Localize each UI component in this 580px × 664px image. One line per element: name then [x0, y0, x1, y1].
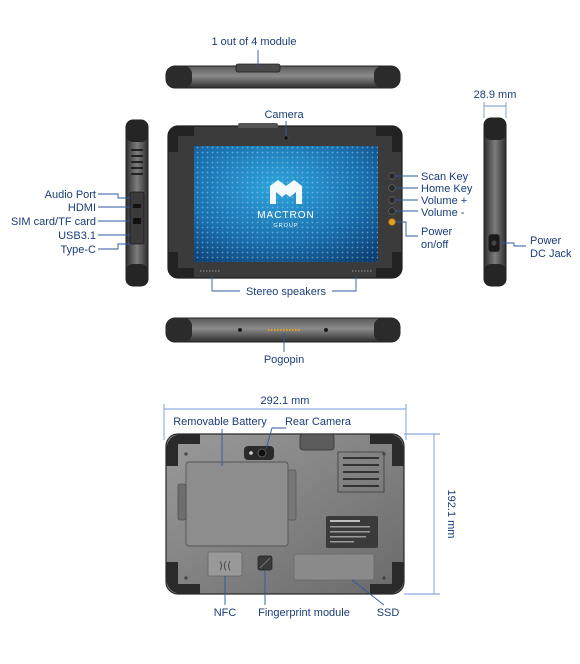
power-button[interactable]: [388, 218, 396, 226]
rear-camera-label: Rear Camera: [285, 416, 352, 428]
home-key-label: Home Key: [421, 183, 473, 195]
removable-battery-label: Removable Battery: [173, 416, 267, 428]
pogopin-label: Pogopin: [264, 354, 304, 366]
volume-up-label: Volume +: [421, 195, 467, 207]
vent-grid: [337, 451, 385, 493]
home-key-button[interactable]: [388, 184, 396, 192]
hdmi-label: HDMI: [68, 202, 96, 214]
front-view: MACTRON GROUP: [167, 123, 403, 279]
depth-label: 28.9 mm: [474, 89, 517, 101]
volume-down-button[interactable]: [388, 207, 396, 215]
right-side-view: [483, 117, 507, 287]
volume-up-button[interactable]: [388, 196, 396, 204]
usb-label: USB3.1: [58, 230, 96, 242]
bottom-edge-view: [165, 317, 401, 343]
width-label: 292.1 mm: [261, 395, 310, 407]
ssd-cover: [293, 553, 375, 581]
type-c-label: Type-C: [61, 244, 97, 256]
top-edge-view: [165, 63, 401, 89]
sim-card-label: SIM card/TF card: [11, 216, 96, 228]
volume-down-label: Volume -: [421, 207, 465, 219]
battery-panel: [185, 461, 289, 547]
stereo-speakers-label: Stereo speakers: [246, 286, 327, 298]
mactron-logo: MACTRON GROUP: [257, 180, 315, 229]
power-label-line2: on/off: [421, 239, 449, 251]
power-dc-label-line1: Power: [530, 235, 562, 247]
ssd-label: SSD: [377, 607, 400, 619]
fingerprint-label: Fingerprint module: [258, 607, 350, 619]
scan-key-label: Scan Key: [421, 171, 469, 183]
back-view: )((: [165, 433, 405, 595]
power-label-line1: Power: [421, 226, 453, 238]
audio-port-label: Audio Port: [45, 189, 96, 201]
height-label: 192.1 mm: [445, 490, 457, 539]
nfc-label: NFC: [214, 607, 237, 619]
power-dc-label-line2: DC Jack: [530, 248, 572, 260]
camera-label: Camera: [264, 109, 304, 121]
scan-key-button[interactable]: [388, 172, 396, 180]
front-camera-icon: [283, 135, 289, 141]
rear-camera-icon: [257, 448, 267, 458]
logo-sub: GROUP: [273, 223, 298, 229]
left-side-view: [125, 119, 149, 287]
logo-brand: MACTRON: [257, 210, 315, 221]
module-label: 1 out of 4 module: [211, 36, 296, 48]
nfc-icon: )((: [219, 559, 232, 572]
